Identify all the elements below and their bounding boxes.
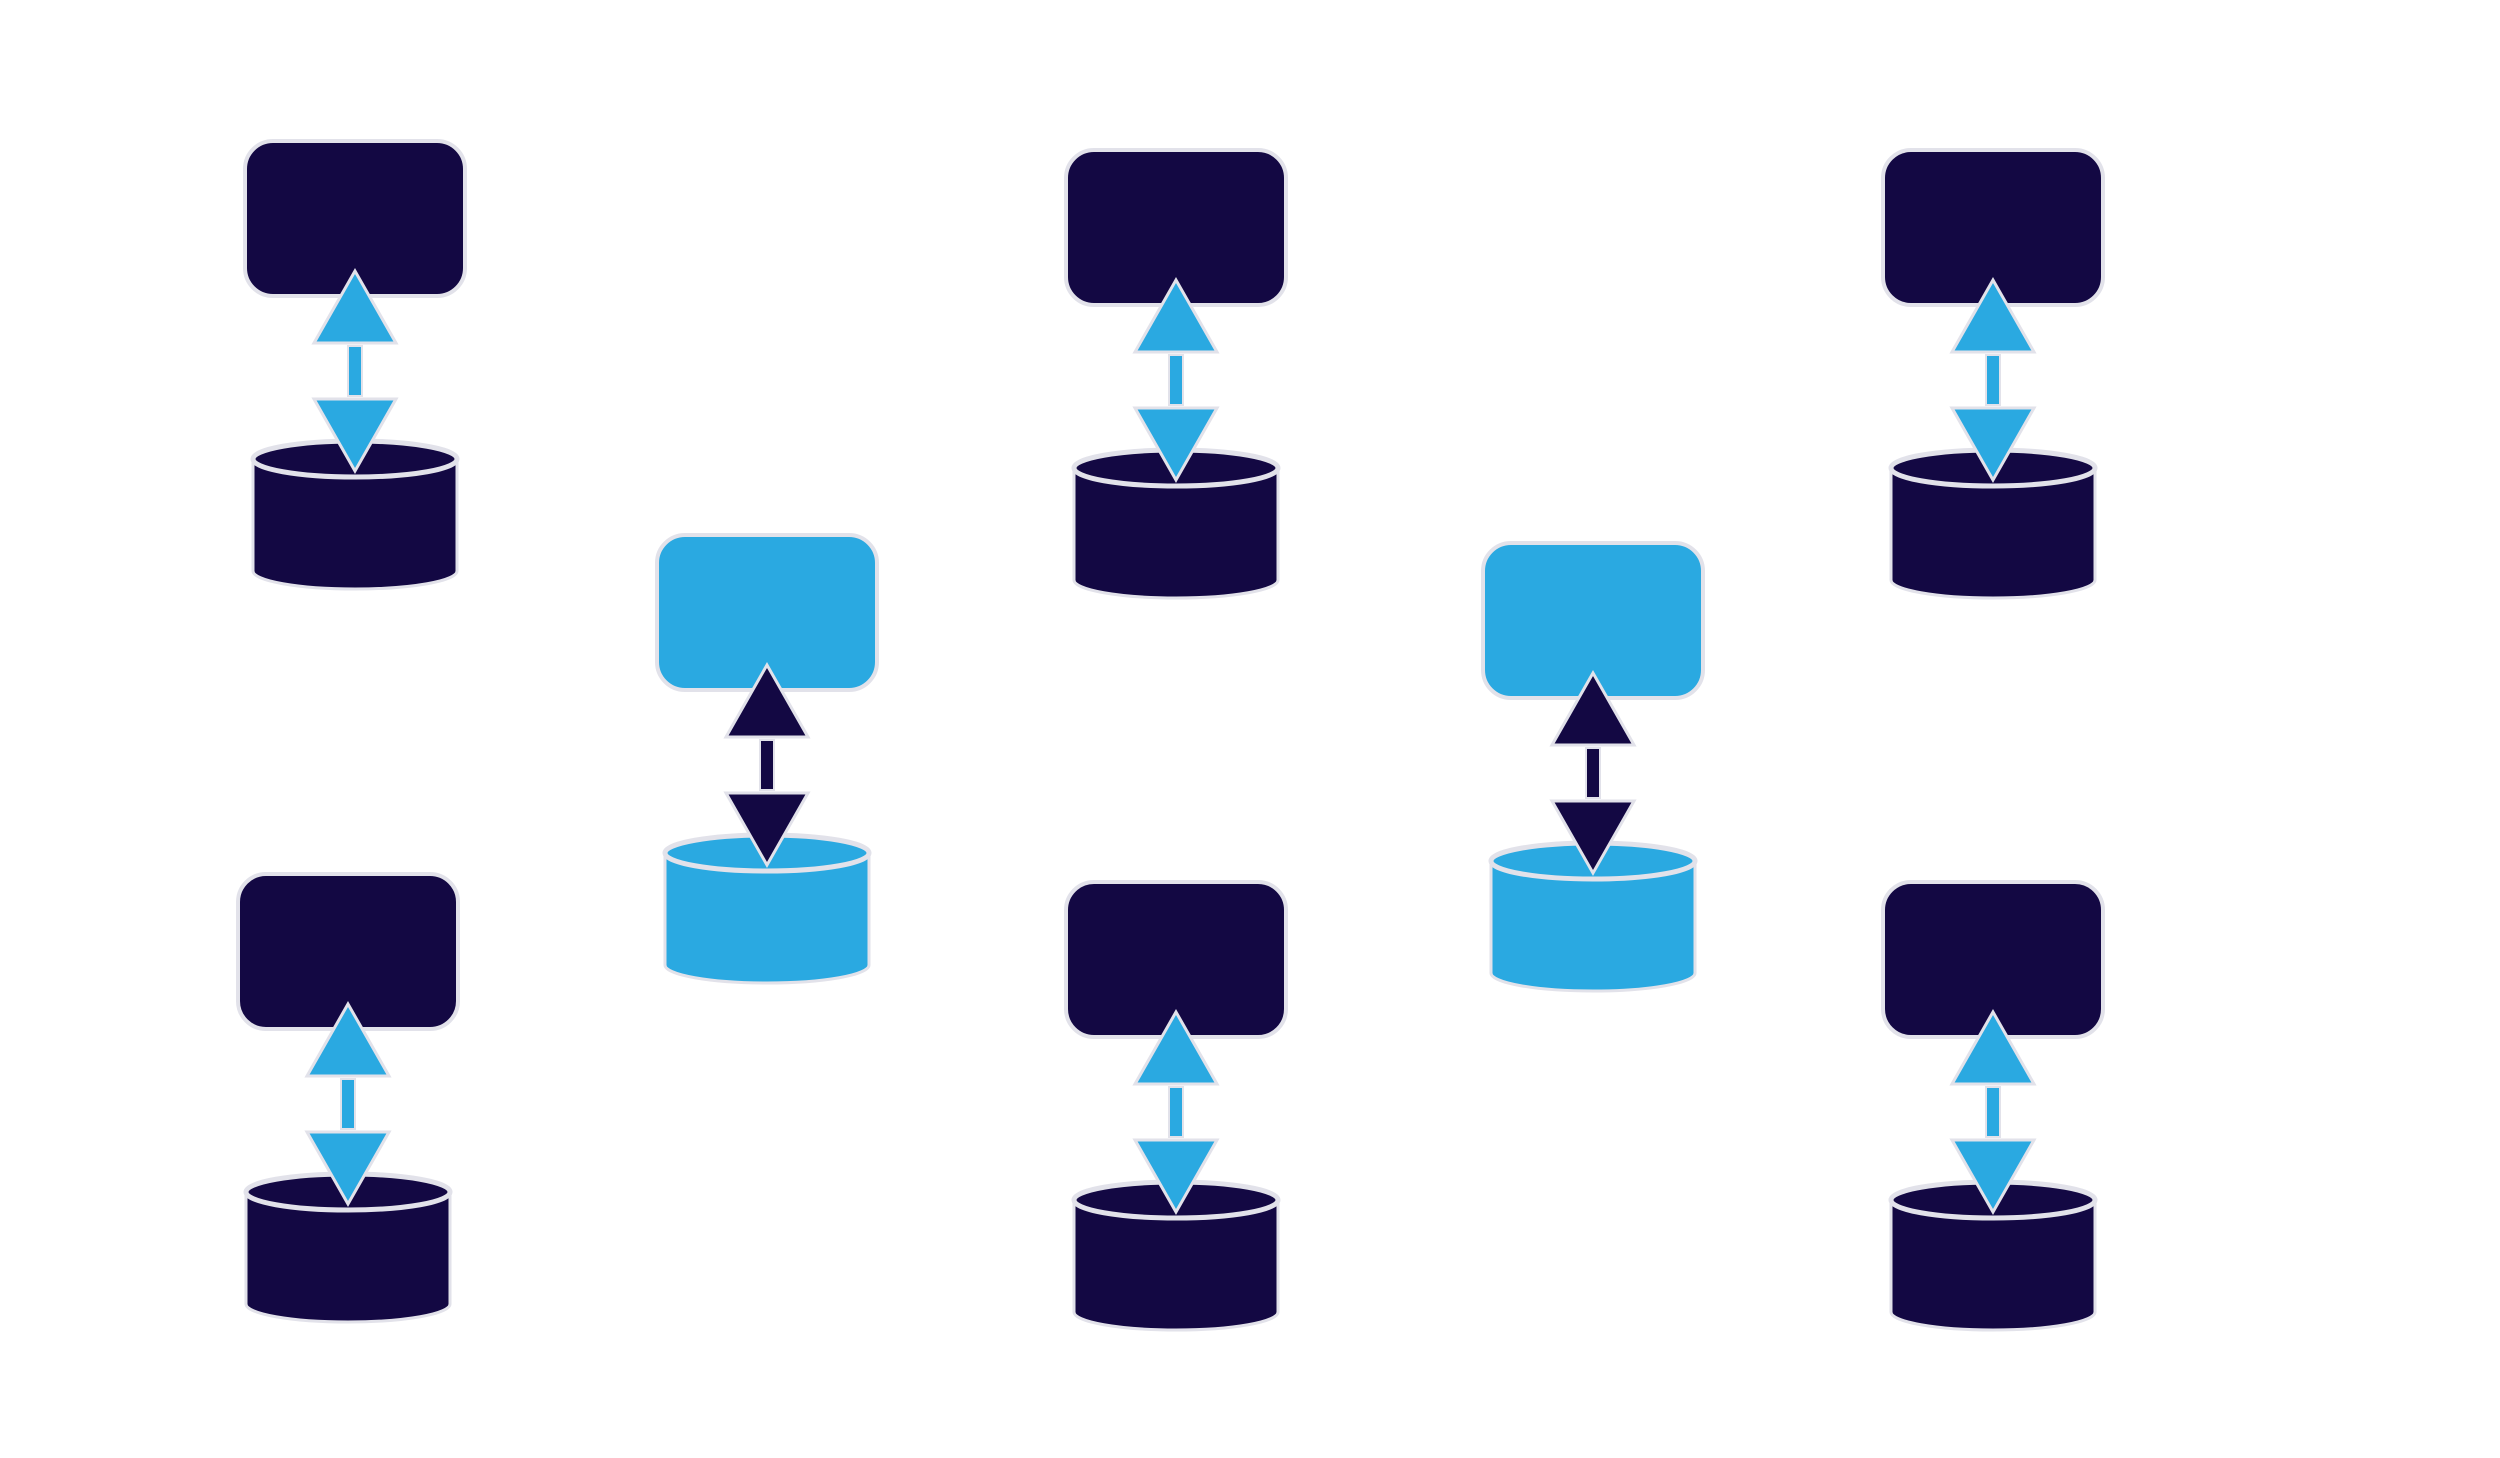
arrow-up-head bbox=[311, 267, 399, 345]
arrow-shaft bbox=[1168, 1086, 1184, 1138]
arrow-up-head bbox=[1132, 1008, 1220, 1086]
unit-8 bbox=[1881, 880, 2105, 1332]
arrow-shaft bbox=[340, 1078, 356, 1130]
arrow-down-head bbox=[1949, 406, 2037, 484]
arrow-shaft bbox=[1985, 1086, 2001, 1138]
arrow-down-head bbox=[304, 1130, 392, 1208]
arrow-down-head bbox=[1949, 1138, 2037, 1216]
arrow-up-head bbox=[1949, 1008, 2037, 1086]
database-cylinder-body bbox=[1072, 466, 1280, 600]
unit-7 bbox=[1064, 880, 1288, 1332]
unit-2 bbox=[655, 533, 879, 985]
unit-5 bbox=[1881, 148, 2105, 600]
arrow-down-head bbox=[1132, 406, 1220, 484]
unit-3 bbox=[1064, 148, 1288, 600]
arrow-down-head bbox=[723, 791, 811, 869]
database-cylinder-body bbox=[244, 1190, 452, 1324]
database-cylinder-body bbox=[1072, 1198, 1280, 1332]
arrow-down-head bbox=[1549, 799, 1637, 877]
arrow-up-head bbox=[304, 1000, 392, 1078]
arrow-up-head bbox=[723, 661, 811, 739]
unit-6 bbox=[236, 872, 460, 1324]
arrow-up-head bbox=[1949, 276, 2037, 354]
arrow-down-head bbox=[311, 397, 399, 475]
arrow-shaft bbox=[759, 739, 775, 791]
arrow-up-head bbox=[1549, 669, 1637, 747]
arrow-down-head bbox=[1132, 1138, 1220, 1216]
database-cylinder-body bbox=[1889, 466, 2097, 600]
database-cylinder-body bbox=[251, 457, 459, 591]
database-cylinder-body bbox=[1889, 1198, 2097, 1332]
arrow-shaft bbox=[1585, 747, 1601, 799]
database-cylinder-body bbox=[663, 851, 871, 985]
unit-1 bbox=[243, 139, 467, 591]
arrow-shaft bbox=[347, 345, 363, 397]
arrow-shaft bbox=[1985, 354, 2001, 406]
arrow-up-head bbox=[1132, 276, 1220, 354]
arrow-shaft bbox=[1168, 354, 1184, 406]
database-cylinder-body bbox=[1489, 859, 1697, 993]
unit-4 bbox=[1481, 541, 1705, 993]
